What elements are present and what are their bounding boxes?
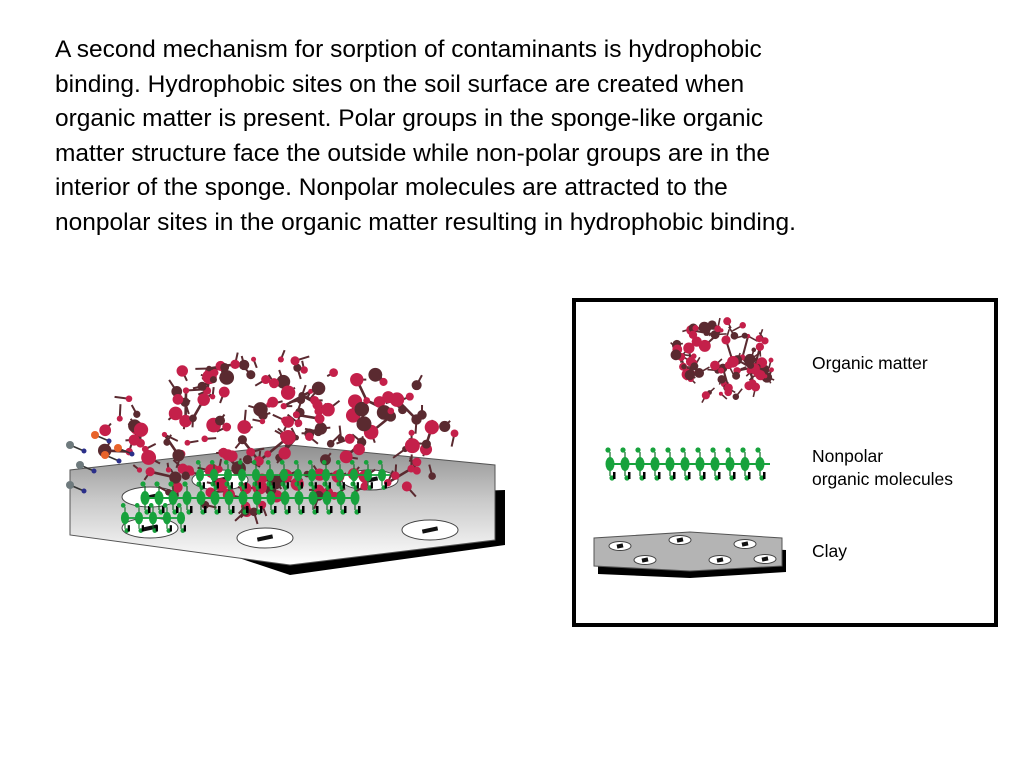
paragraph-line: organic matter is present. Polar groups … xyxy=(55,102,955,137)
paragraph-line: nonpolar sites in the organic matter res… xyxy=(55,206,955,241)
legend-panel: Organic matter Nonpolar organic molecule… xyxy=(572,298,998,627)
paragraph-line: A second mechanism for sorption of conta… xyxy=(55,33,955,68)
paragraph-line: interior of the sponge. Nonpolar molecul… xyxy=(55,171,955,206)
legend-label-organic-molecules: organic molecules xyxy=(812,469,953,491)
legend-label-clay: Clay xyxy=(812,541,847,563)
hydrophobic-binding-illustration xyxy=(50,340,520,580)
paragraph-line: binding. Hydrophobic sites on the soil s… xyxy=(55,68,955,103)
nonpolar-molecules-icon xyxy=(596,430,786,498)
legend-label-organic-matter: Organic matter xyxy=(812,353,928,375)
organic-matter-icon xyxy=(661,310,791,415)
legend-label-nonpolar: Nonpolar xyxy=(812,446,883,468)
clay-icon xyxy=(590,526,790,581)
paragraph-line: matter structure face the outside while … xyxy=(55,137,955,172)
description-paragraph: A second mechanism for sorption of conta… xyxy=(55,33,955,240)
